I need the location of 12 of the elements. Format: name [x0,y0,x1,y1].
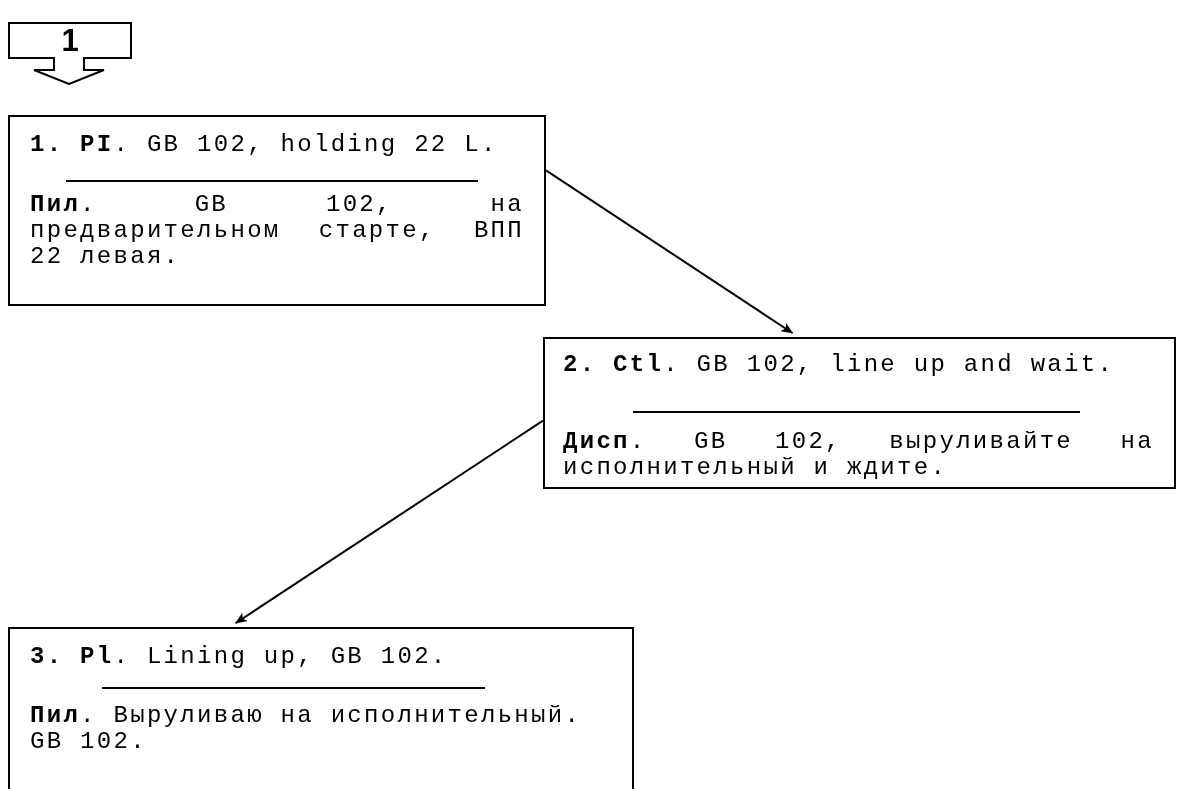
step-number-arrow: 1 [8,22,132,85]
russian-phrase: Дисп. GB 102, выруливайте на исполнительный и ждите. [563,429,1154,481]
arrow [545,169,794,334]
english-phrase: 3. Pl. Lining up, GB 102. [30,644,449,670]
dialogue-box [8,115,546,306]
dialogue-box [8,627,634,789]
arrow [234,419,544,624]
english-phrase: 2. Ctl. GB 102, line up and wait. [563,352,1116,378]
russian-phrase: Пил. Выруливаю на исполнительный. GB 102. [30,703,583,755]
dialogue-box [543,337,1176,489]
english-phrase: 1. PI. GB 102, holding 22 L. [30,132,499,158]
russian-phrase: Пил. GB 102, на предварительном старте, ВПП 22 левая. [30,192,524,270]
